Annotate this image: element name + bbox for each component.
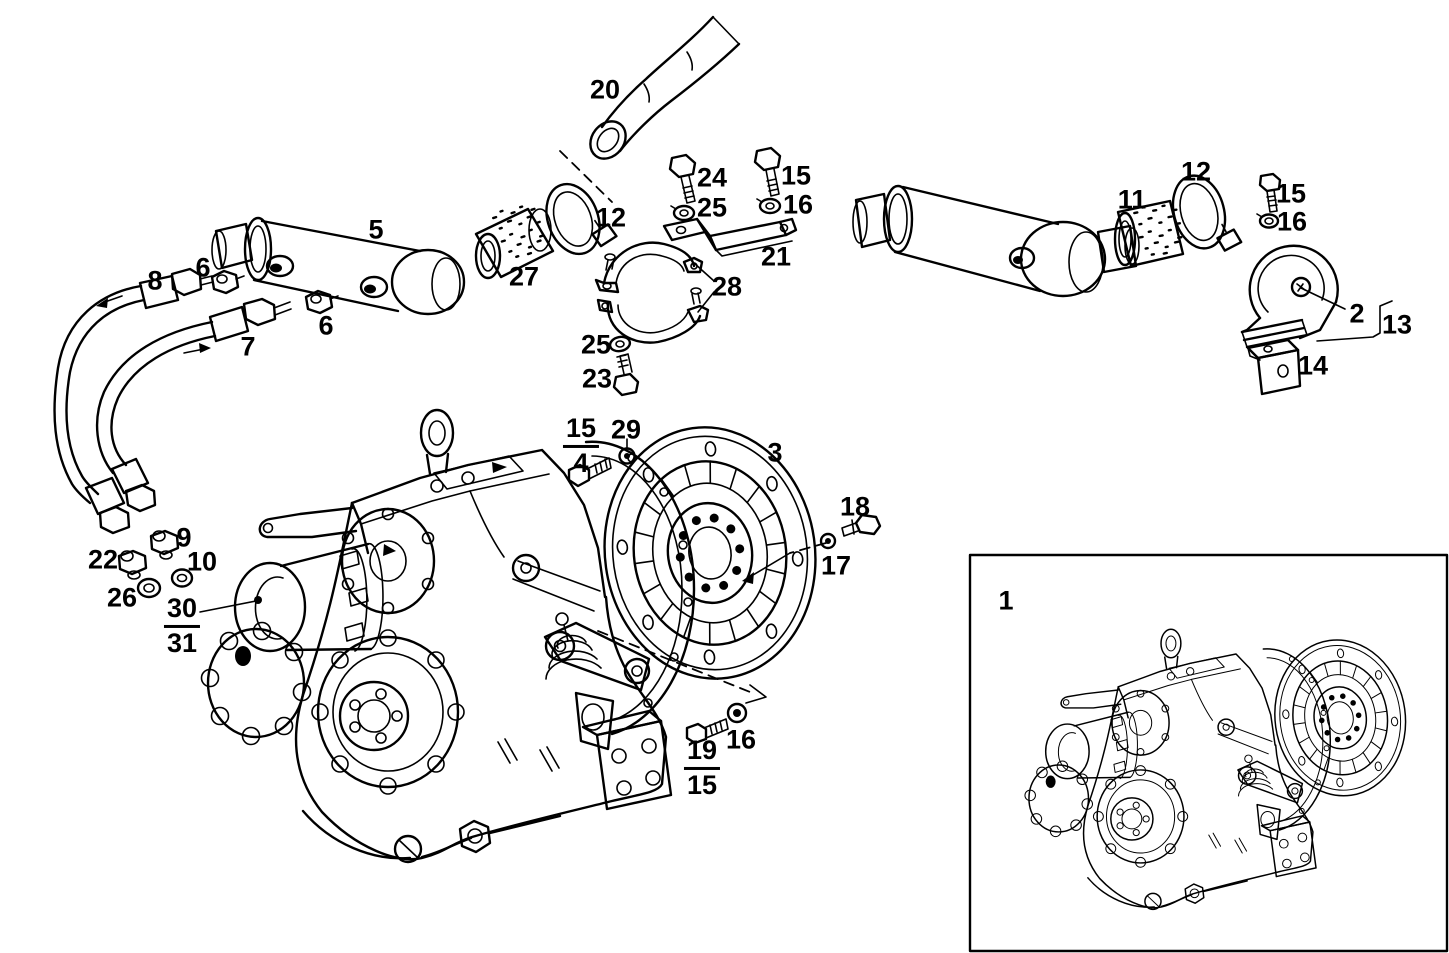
callout-21: 21 <box>760 241 792 272</box>
flow-arrow-8 <box>96 295 123 308</box>
callout-13: 13 <box>1381 309 1413 340</box>
callout-14: 14 <box>1297 350 1329 381</box>
callout-11: 11 <box>1117 184 1147 215</box>
bolt-15-right <box>1258 172 1282 213</box>
callout-12: 12 <box>595 202 627 233</box>
callout-15: 15 <box>1275 178 1307 209</box>
fitting-9 <box>149 529 180 560</box>
callout-12: 12 <box>1180 156 1212 187</box>
flow-arrow-7 <box>183 343 211 354</box>
callout-7: 7 <box>240 331 256 362</box>
callout-28: 28 <box>711 271 743 302</box>
callout-20: 20 <box>589 74 621 105</box>
bolt-24 <box>668 153 697 204</box>
hose-8 <box>53 267 214 535</box>
oil-cooler-5 <box>211 216 466 316</box>
callout-2: 2 <box>1349 298 1365 329</box>
callout-8: 8 <box>147 265 163 296</box>
washer-16-lower <box>726 702 748 724</box>
callout-1: 1 <box>998 585 1014 616</box>
fitting-6-lower <box>304 289 339 315</box>
bolt-23 <box>612 353 640 397</box>
bracket-21 <box>662 217 798 257</box>
bolt-19-15 <box>685 718 729 745</box>
washer-26 <box>136 577 162 599</box>
callout-26: 26 <box>106 582 138 613</box>
callout-18: 18 <box>839 491 871 522</box>
washer-25-lower <box>608 335 632 353</box>
fitting-6-upper <box>210 269 245 295</box>
inset-assembly-box <box>968 553 1449 953</box>
callout-9: 9 <box>176 522 192 553</box>
washer-16-upper <box>756 197 782 215</box>
washer-10 <box>170 568 194 588</box>
washer-16-right <box>1256 213 1280 229</box>
callout-16: 16 <box>725 724 757 755</box>
leader-lines <box>199 150 1393 704</box>
callout-29: 29 <box>610 414 642 445</box>
bracket-14 <box>1246 338 1302 396</box>
callout-25: 25 <box>696 192 728 223</box>
bolt-15-upper <box>753 146 782 197</box>
bolt-15-4 <box>567 457 612 488</box>
sleeve-27 <box>474 199 555 280</box>
sleeve-11 <box>1113 199 1186 268</box>
callout-10: 10 <box>186 546 218 577</box>
callout-22: 22 <box>87 544 119 575</box>
callout-16: 16 <box>782 189 814 220</box>
callout-17: 17 <box>820 550 852 581</box>
callout-24: 24 <box>696 162 728 193</box>
callout-6: 6 <box>318 310 334 341</box>
hose-clamp-12-left <box>545 182 618 256</box>
callout-6: 6 <box>195 252 211 283</box>
callout-5: 5 <box>368 214 384 245</box>
bolt-18 <box>841 513 882 537</box>
washer-25-upper <box>670 204 696 222</box>
fitting-22 <box>117 549 148 580</box>
hose-7 <box>95 297 292 513</box>
callout-15: 15 <box>780 160 812 191</box>
hose-clamp-12-right <box>1171 174 1243 252</box>
callout-25: 25 <box>580 329 612 360</box>
callout-23: 23 <box>581 363 613 394</box>
callout-3: 3 <box>767 437 783 468</box>
callout-27: 27 <box>508 261 540 292</box>
clamp-28 <box>594 241 710 344</box>
callout-16: 16 <box>1276 206 1308 237</box>
water-hose-20 <box>589 15 741 160</box>
